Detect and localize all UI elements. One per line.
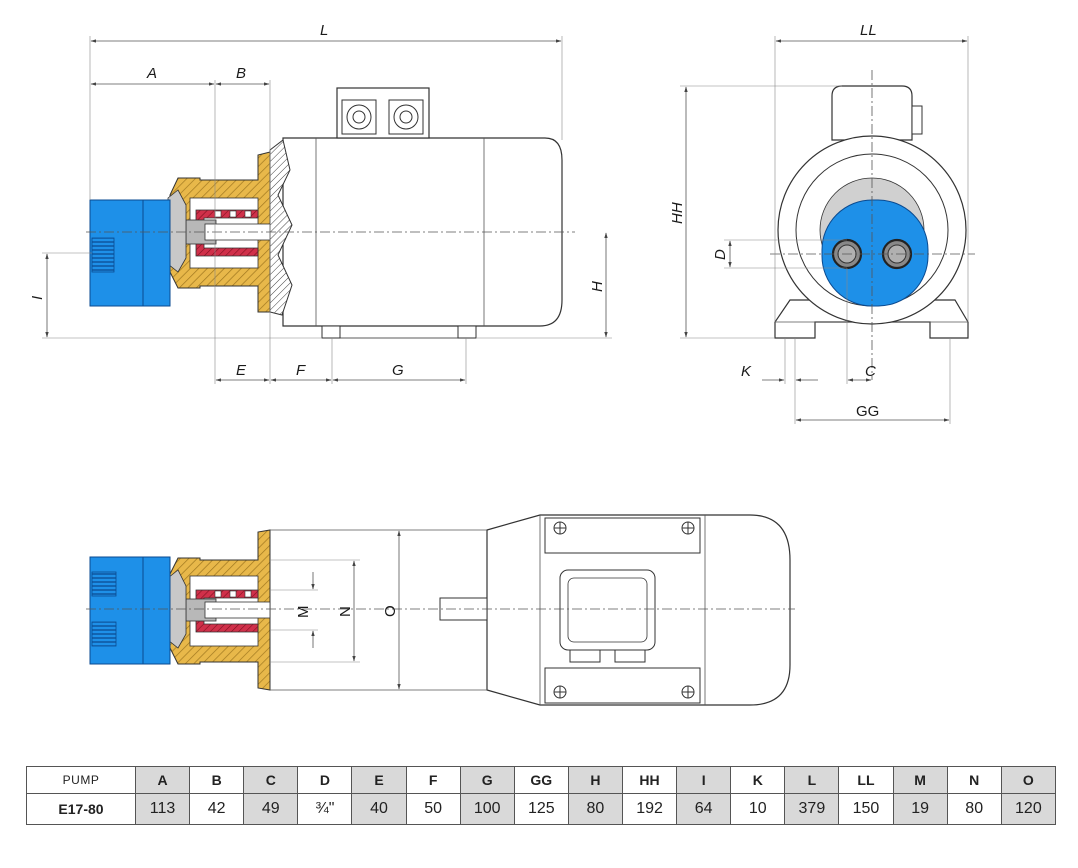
table-cell: 64 [676,793,732,825]
col-header: N [946,766,1002,794]
top-view-dimensions: M N O [270,530,401,690]
dim-label-i: I [29,296,46,300]
col-header: I [676,766,732,794]
col-header: F [405,766,461,794]
col-header: H [567,766,623,794]
dimensions-table-wrapper: PUMP A B C D E F G GG H HH I K L LL M N … [26,766,1057,825]
dim-label-b: B [236,65,246,82]
table-cell: 120 [1000,793,1057,825]
side-view-dimensions: L A B E F G H I [29,22,612,384]
col-header: B [189,766,245,794]
table-cell: 50 [405,793,461,825]
table-cell: E17-80 [26,793,136,825]
col-header: HH [621,766,678,794]
col-header: GG [513,766,569,794]
dim-label-d: D [712,249,729,260]
col-header: PUMP [26,766,136,794]
table-cell: 100 [459,793,515,825]
table-cell: 125 [513,793,569,825]
table-cell: 80 [567,793,623,825]
col-header: E [351,766,407,794]
col-header: LL [838,766,894,794]
side-view [86,87,575,339]
front-view-dimensions: LL HH D K C GG [669,22,969,424]
table-cell: 10 [730,793,786,825]
dim-label-a: A [146,65,157,82]
front-view [770,70,975,380]
table-cell: 150 [838,793,894,825]
col-header: C [243,766,299,794]
table-cell: 113 [134,793,191,825]
dim-label-f: F [296,362,306,379]
table-cell: 40 [351,793,407,825]
dim-label-c: C [865,363,876,380]
col-header: O [1000,766,1057,794]
table-cell: 80 [946,793,1002,825]
dim-label-e: E [236,362,247,379]
dim-label-hh: HH [669,202,686,224]
dim-label-gg: GG [856,403,879,420]
col-header: K [730,766,786,794]
col-header: G [459,766,515,794]
table-cell: 192 [621,793,678,825]
dim-label-o: O [382,605,399,617]
col-header: D [297,766,353,794]
dimensions-table: PUMP A B C D E F G GG H HH I K L LL M N … [26,766,1057,825]
dim-label-l: L [320,22,328,39]
table-cell: 379 [784,793,840,825]
table-cell: 42 [189,793,245,825]
dim-label-g: G [392,362,404,379]
col-header: A [134,766,191,794]
table-cell: 49 [243,793,299,825]
col-header: M [892,766,948,794]
table-header-row: PUMP A B C D E F G GG H HH I K L LL M N … [26,766,1057,794]
dim-label-m: M [295,606,312,619]
dim-label-n: N [337,606,354,617]
table-cell: 19 [892,793,948,825]
dim-label-h: H [589,281,606,292]
dim-label-k: K [741,363,752,380]
table-cell: ¾" [297,793,353,825]
top-view [86,514,795,706]
dim-label-ll: LL [860,22,877,39]
col-header: L [784,766,840,794]
table-row: E17-80 113 42 49 ¾" 40 50 100 125 80 192… [26,793,1057,825]
